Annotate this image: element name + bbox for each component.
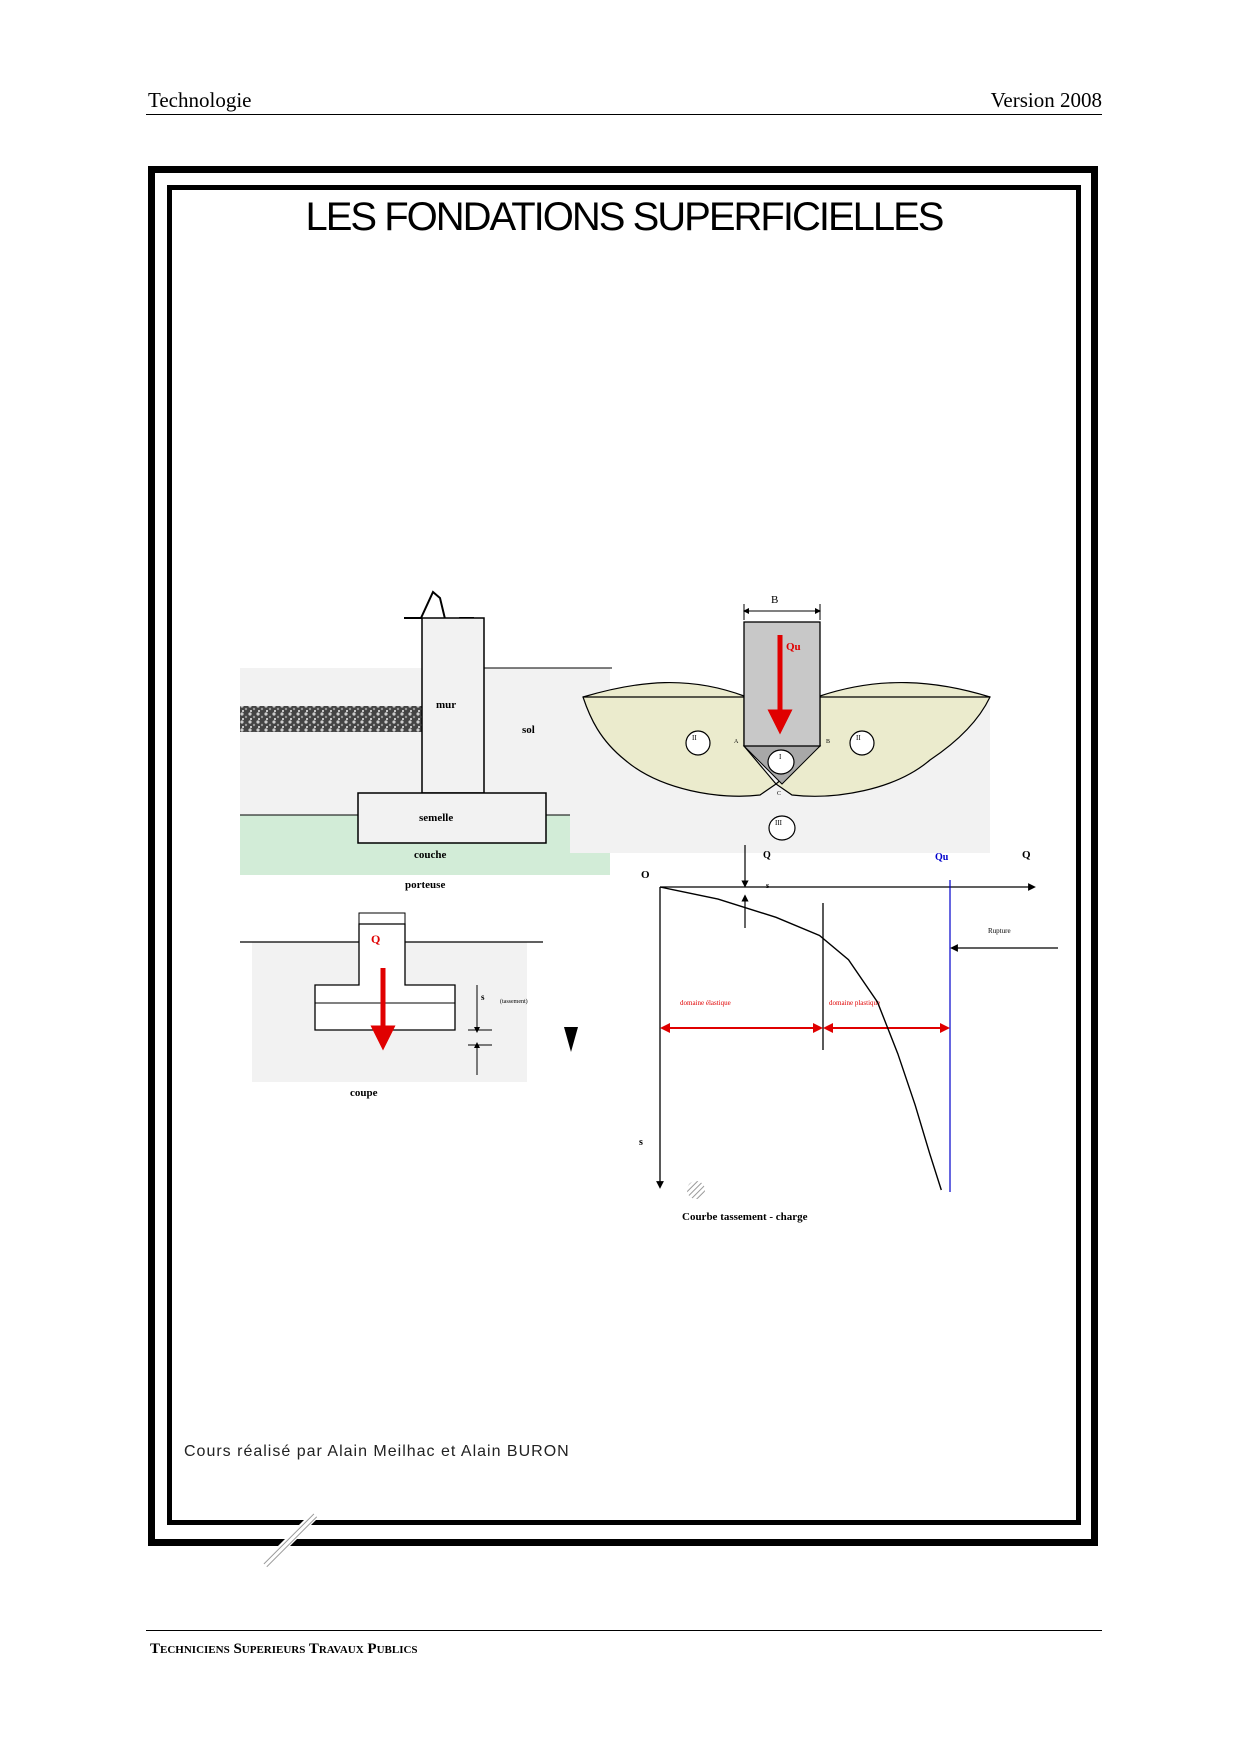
header-left: Technologie (148, 88, 252, 112)
label-s: s (481, 992, 485, 1002)
label-point-b: B (826, 739, 830, 745)
credit-line: Cours réalisé par Alain Meilhac et Alain… (184, 1443, 570, 1460)
label-zone-ii-left: II (692, 734, 697, 742)
inner-frame (167, 185, 1081, 1525)
label-semelle: semelle (419, 812, 453, 824)
outer-frame (148, 166, 1098, 1546)
arrow-down-icon (564, 1027, 578, 1052)
label-qu-force: Qu (786, 641, 801, 653)
label-point-c: C (777, 791, 781, 797)
chart-title: Courbe tassement - charge (682, 1211, 808, 1223)
chart-series-curve (659, 886, 942, 1191)
label-zone-iii: III (775, 819, 783, 827)
chart-domain-plastic: domaine plastique (829, 999, 880, 1007)
chart-y-label: s (639, 1137, 643, 1148)
hatched-mark-icon (262, 1512, 318, 1568)
label-zone-ii-right: II (856, 734, 861, 742)
header-rule (146, 114, 1102, 115)
figure-wall-footing: mur sol semelle couche porteuse (240, 590, 612, 891)
chart-settlement-load: O Q s Q s Qu Rupture domaine élastique d… (639, 845, 1058, 1223)
chart-qu-label: Qu (935, 852, 949, 863)
label-porteuse: porteuse (405, 879, 445, 891)
chart-load-label: Q (763, 850, 771, 861)
figure-footing-section: Q s (tassement) coupe (240, 912, 578, 1099)
figure-failure-mechanism: Qu B II II I III A B C (570, 594, 991, 853)
label-load-q: Q (371, 932, 380, 946)
chart-x-label: Q (1022, 849, 1031, 861)
chart-s-small: s (766, 881, 769, 890)
chart-domain-elastic: domaine élastique (680, 999, 731, 1007)
label-width-b: B (771, 594, 778, 606)
page-title: LES FONDATIONS SUPERFICIELLES (305, 195, 945, 239)
header-right: Version 2008 (990, 88, 1102, 112)
footer-rule (146, 1630, 1102, 1631)
chart-origin-label: O (641, 869, 650, 881)
label-sol: sol (522, 724, 535, 736)
footer-text: Techniciens Superieurs Travaux Publics (150, 1641, 418, 1657)
hatched-circle-icon (687, 1181, 705, 1199)
label-zone-i: I (779, 753, 782, 761)
label-mur: mur (436, 699, 456, 711)
label-couche: couche (414, 849, 447, 861)
label-point-a: A (734, 739, 739, 745)
label-tassement: (tassement) (500, 998, 528, 1005)
chart-rupture-label: Rupture (988, 927, 1011, 935)
label-coupe: coupe (350, 1087, 378, 1099)
